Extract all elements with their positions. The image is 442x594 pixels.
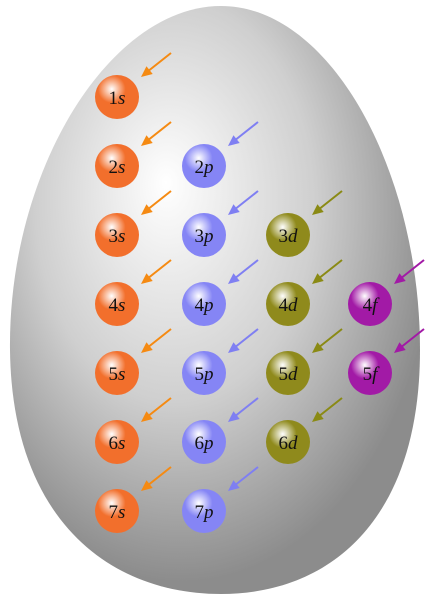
orbital-2s: 2s: [95, 144, 139, 188]
orbital-5f: 5f: [348, 351, 392, 395]
orbital-6d: 6d: [266, 420, 310, 464]
orbital-label-4s: 4s: [109, 295, 126, 316]
orbital-6s: 6s: [95, 420, 139, 464]
orbital-label-6s: 6s: [109, 433, 126, 454]
orbital-label-5d: 5d: [279, 364, 299, 385]
orbital-label-2s: 2s: [109, 157, 126, 178]
orbital-4d: 4d: [266, 282, 310, 326]
orbital-4f: 4f: [348, 282, 392, 326]
orbital-3d: 3d: [266, 213, 310, 257]
orbital-label-3s: 3s: [109, 226, 126, 247]
orbital-label-5p: 5p: [195, 364, 214, 385]
orbital-5d: 5d: [266, 351, 310, 395]
orbital-5p: 5p: [182, 351, 226, 395]
orbital-3s: 3s: [95, 213, 139, 257]
orbital-label-5s: 5s: [109, 364, 126, 385]
orbital-label-3d: 3d: [279, 226, 299, 247]
orbital-7p: 7p: [182, 489, 226, 533]
orbital-label-1s: 1s: [109, 88, 126, 109]
orbital-label-4d: 4d: [279, 295, 299, 316]
orbital-1s: 1s: [95, 75, 139, 119]
orbital-4p: 4p: [182, 282, 226, 326]
orbital-label-4p: 4p: [195, 295, 214, 316]
orbital-4s: 4s: [95, 282, 139, 326]
orbital-label-7s: 7s: [109, 502, 126, 523]
orbital-2p: 2p: [182, 144, 226, 188]
orbital-label-6p: 6p: [195, 433, 214, 454]
orbital-label-7p: 7p: [195, 502, 214, 523]
orbital-3p: 3p: [182, 213, 226, 257]
orbital-5s: 5s: [95, 351, 139, 395]
orbital-label-3p: 3p: [195, 226, 214, 247]
orbital-label-2p: 2p: [195, 157, 214, 178]
orbital-6p: 6p: [182, 420, 226, 464]
orbital-label-6d: 6d: [279, 433, 299, 454]
orbital-7s: 7s: [95, 489, 139, 533]
